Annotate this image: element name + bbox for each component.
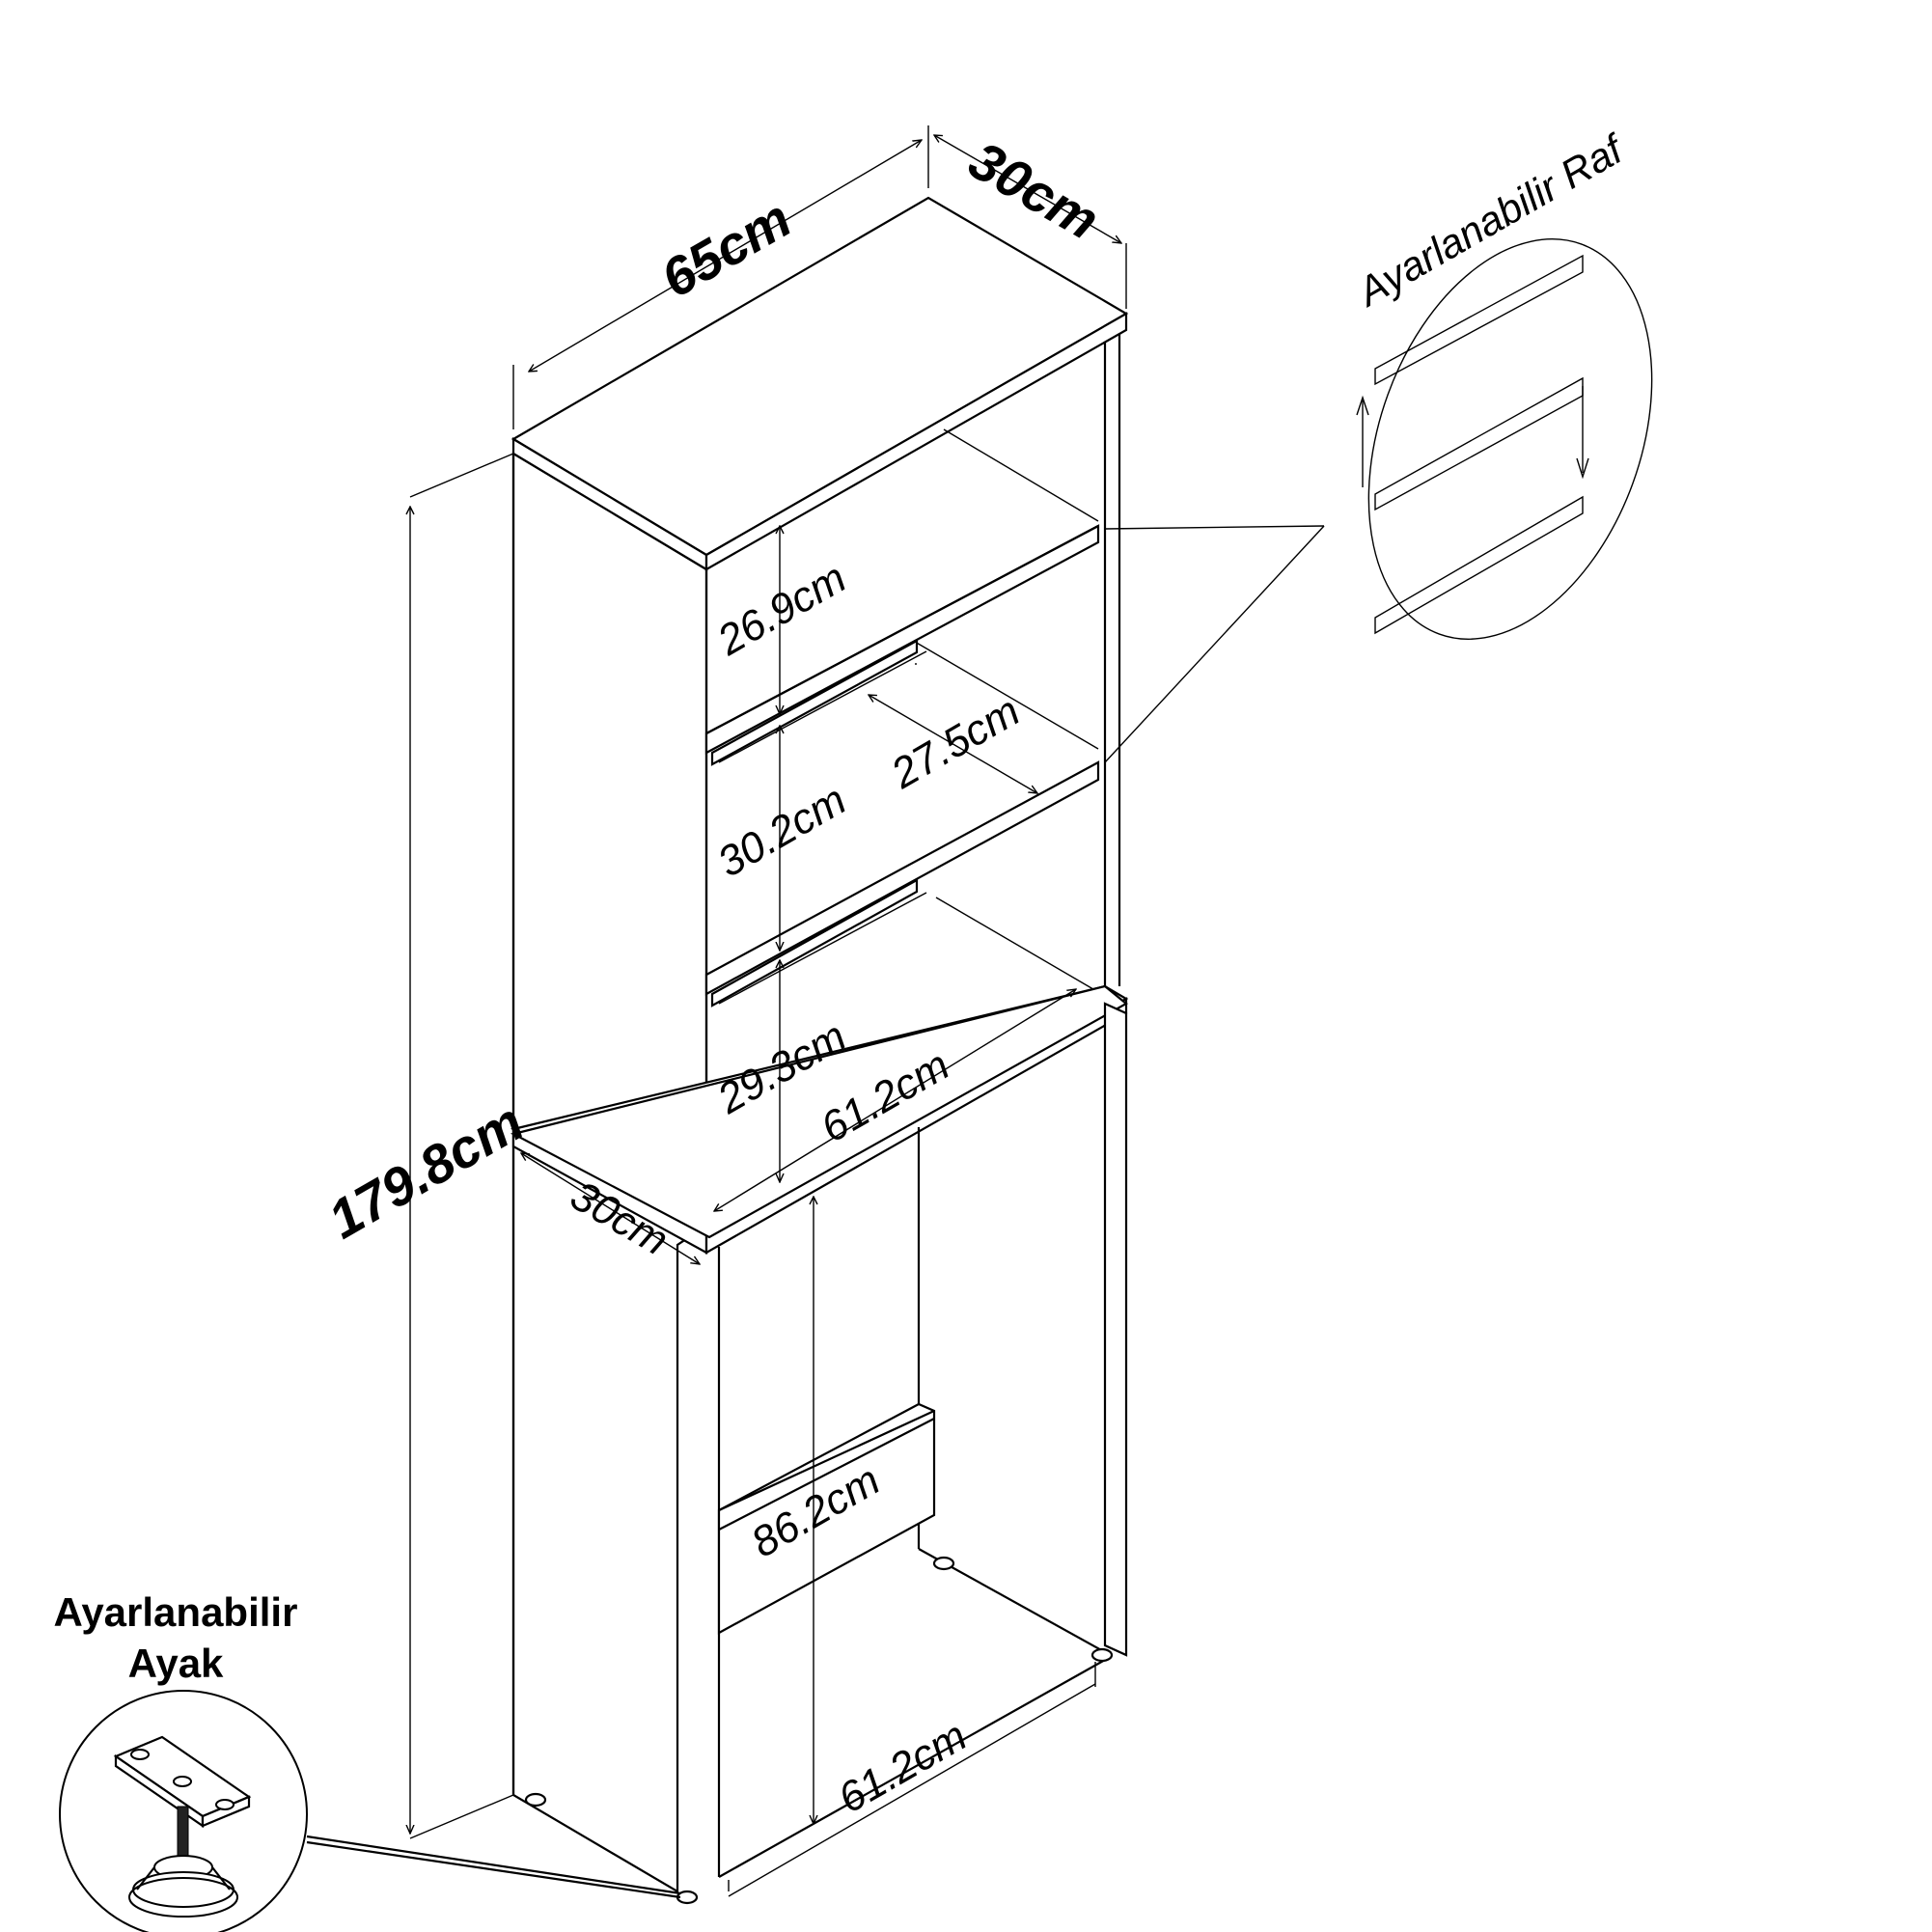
shelf-depth-label: 27.5cm bbox=[883, 687, 1028, 798]
foot-back-right bbox=[1090, 1647, 1114, 1663]
adjustable-shelf-callout: Ayarlanabilir Raf bbox=[1104, 124, 1653, 763]
shelf2-height-label: 30.2cm bbox=[710, 776, 854, 887]
foot-back-left bbox=[932, 1556, 955, 1571]
adjustable-foot-label-line2: Ayak bbox=[128, 1641, 224, 1686]
foot-front-left bbox=[524, 1792, 547, 1808]
lower-stretcher bbox=[717, 1402, 936, 1635]
adjustable-foot-label-line1: Ayarlanabilir bbox=[54, 1589, 298, 1635]
adjustable-foot-callout: Ayarlanabilir Ayak bbox=[54, 1589, 681, 1932]
shelf-2 bbox=[704, 760, 1100, 996]
dimension-lines bbox=[410, 125, 1127, 1897]
lower-right-panel bbox=[1103, 1002, 1128, 1657]
adjustable-foot-icon bbox=[59, 1690, 308, 1932]
inner-width-bottom-label: 61.2cm bbox=[831, 1712, 975, 1823]
total-height-label: 179.8cm bbox=[318, 1090, 534, 1250]
shelf1-height-label: 26.9cm bbox=[709, 554, 854, 665]
adjustable-shelf-icon bbox=[1356, 238, 1653, 640]
adjustable-shelf-label: Ayarlanabilir Raf bbox=[1347, 124, 1633, 316]
